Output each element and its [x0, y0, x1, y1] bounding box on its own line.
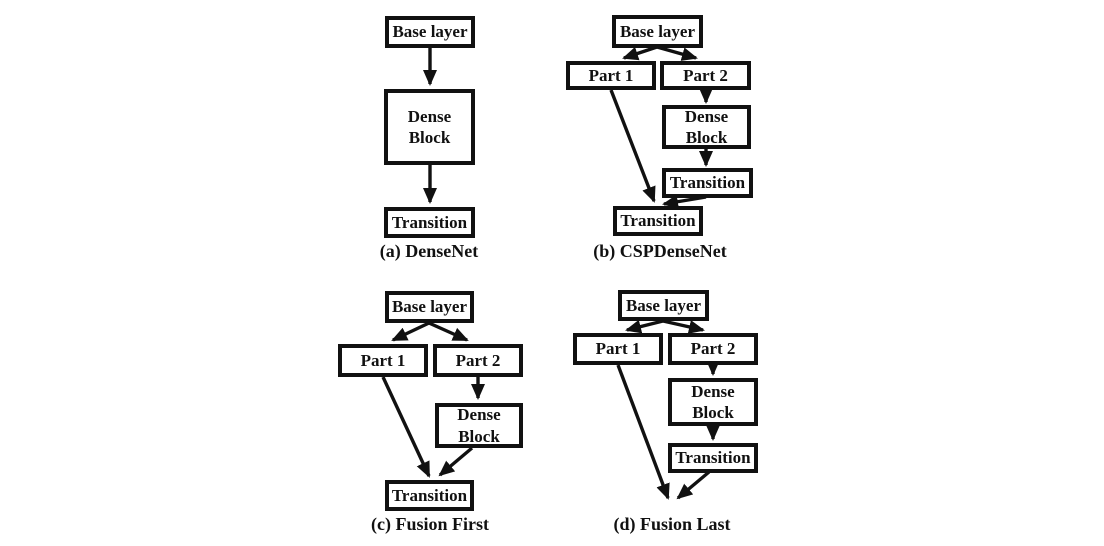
arrow-c-dense-to-transition: [438, 446, 474, 477]
arrow-c-base-to-part2: [428, 321, 469, 342]
node-a-dense-block: Dense Block: [384, 89, 475, 165]
arrow-d-base-to-part1: [625, 319, 664, 334]
node-b-part-2: Part 2: [660, 61, 751, 90]
arrow-d-transition-to-fusion: [676, 470, 711, 500]
node-b-transition-lower: Transition: [613, 206, 703, 236]
node-b-transition-upper: Transition: [662, 168, 753, 198]
node-d-base-layer: Base layer: [618, 290, 709, 321]
node-b-base-layer: Base layer: [612, 15, 703, 48]
caption-a: (a) DenseNet: [379, 241, 479, 261]
arrow-c-base-to-part1: [391, 321, 430, 342]
node-b-part-1: Part 1: [566, 61, 656, 90]
node-d-part-2: Part 2: [668, 333, 758, 365]
node-a-transition: Transition: [384, 207, 475, 238]
node-c-base-layer: Base layer: [385, 291, 474, 323]
arrow-b-transition1-to-transition2: [662, 194, 707, 209]
node-c-transition: Transition: [385, 480, 474, 511]
caption-d: (d) Fusion Last: [613, 514, 731, 534]
arrow-b-base-to-part2: [656, 45, 698, 61]
node-a-base-layer: Base layer: [385, 16, 475, 48]
arrow-b-part1-to-transition2: [609, 89, 656, 203]
node-d-part-1: Part 1: [573, 333, 663, 365]
node-d-transition: Transition: [668, 443, 758, 473]
node-c-part-1: Part 1: [338, 344, 428, 377]
arrow-c-part1-to-transition: [381, 376, 431, 478]
node-b-dense-block: Dense Block: [662, 105, 751, 149]
caption-c: (c) Fusion First: [371, 514, 489, 534]
node-c-part-2: Part 2: [433, 344, 523, 377]
node-d-dense-block: Dense Block: [668, 378, 758, 426]
arrow-b-base-to-part1: [622, 45, 658, 61]
arrow-d-base-to-part2: [662, 319, 705, 334]
node-c-dense-block: Dense Block: [435, 403, 523, 448]
arrow-d-part1-to-fusion: [616, 364, 670, 500]
caption-b: (b) CSPDenseNet: [593, 241, 727, 261]
